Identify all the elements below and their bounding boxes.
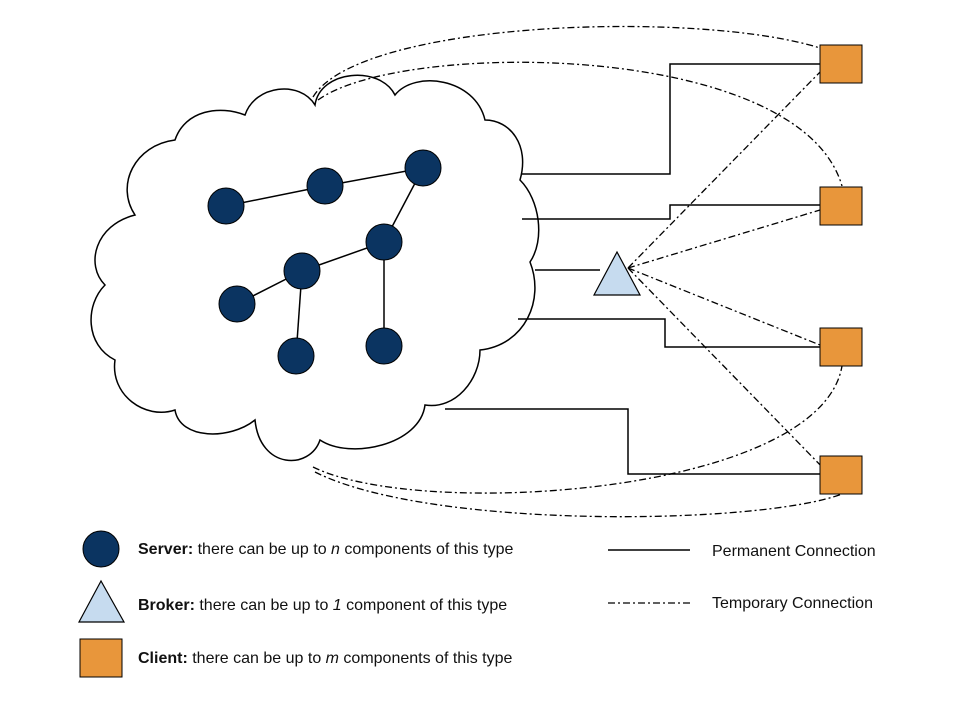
legend-broker-text: Broker: there can be up to 1 component o… xyxy=(138,597,507,614)
legend-server-icon xyxy=(82,530,120,568)
client-node xyxy=(819,327,863,367)
legend-server-text: Server: there can be up to n components … xyxy=(138,541,513,558)
server-node xyxy=(365,223,403,261)
temporary-connection xyxy=(627,267,829,474)
server-node xyxy=(218,285,256,323)
servers xyxy=(207,149,442,375)
legend-temporary-text: Temporary Connection xyxy=(712,595,873,612)
legend-client-text: Client: there can be up to m components … xyxy=(138,650,513,667)
server-node xyxy=(404,149,442,187)
legend-client-icon xyxy=(79,638,123,678)
broker-node xyxy=(592,250,642,296)
temporary-connection xyxy=(312,365,843,494)
legend-broker-icon xyxy=(77,579,126,623)
permanent-connection xyxy=(445,408,820,475)
permanent-connection xyxy=(522,63,820,175)
server-node xyxy=(207,187,245,225)
server-node xyxy=(283,252,321,290)
permanent-connection xyxy=(522,204,820,220)
clients xyxy=(819,44,863,495)
server-node xyxy=(365,327,403,365)
permanent-connections xyxy=(445,63,820,475)
client-node xyxy=(819,44,863,84)
temporary-connection xyxy=(627,209,821,269)
temporary-connection xyxy=(627,69,823,269)
server-node xyxy=(277,337,315,375)
legend: Server: there can be up to n components … xyxy=(77,530,876,678)
temporary-connection xyxy=(627,267,821,346)
permanent-connection xyxy=(518,318,820,348)
client-node xyxy=(819,455,863,495)
server-node xyxy=(306,167,344,205)
legend-permanent-text: Permanent Connection xyxy=(712,543,876,560)
client-node xyxy=(819,186,863,226)
temporary-connections xyxy=(312,25,843,518)
temporary-connection xyxy=(312,25,821,98)
temporary-connection xyxy=(314,471,843,518)
temporary-connection xyxy=(317,61,843,187)
